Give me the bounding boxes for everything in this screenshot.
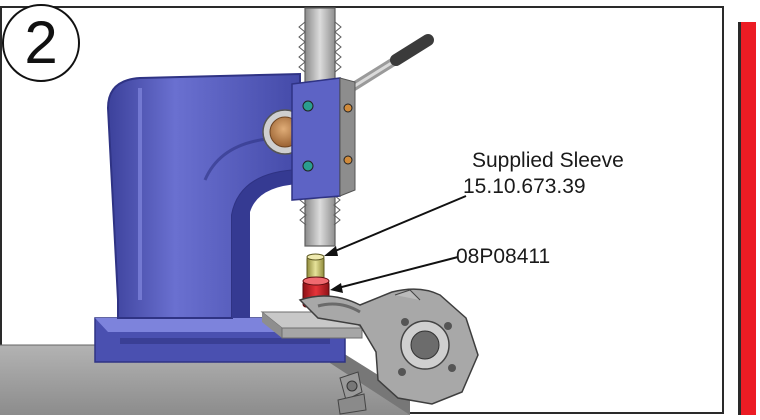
bushing-leader bbox=[333, 256, 459, 290]
steering-knuckle bbox=[298, 288, 479, 415]
step-number: 2 bbox=[24, 9, 58, 76]
press-handle bbox=[340, 34, 434, 97]
bushing-part-number: 08P08411 bbox=[456, 245, 551, 268]
leader-lines bbox=[324, 195, 467, 293]
sleeve-leader bbox=[327, 195, 467, 255]
side-bar-edge bbox=[738, 22, 741, 415]
bushing-arrowhead bbox=[330, 283, 343, 293]
gear-housing bbox=[291, 77, 356, 201]
sleeve-part-number: 15.10.673.39 bbox=[463, 175, 586, 198]
step-number-badge: 2 bbox=[2, 4, 80, 82]
press-frame bbox=[106, 72, 301, 319]
supplied-sleeve bbox=[306, 253, 325, 284]
sleeve-name-label: Supplied Sleeve bbox=[472, 149, 624, 172]
press-plate bbox=[260, 311, 364, 339]
side-bar bbox=[741, 22, 756, 415]
sleeve-arrowhead bbox=[324, 246, 338, 256]
